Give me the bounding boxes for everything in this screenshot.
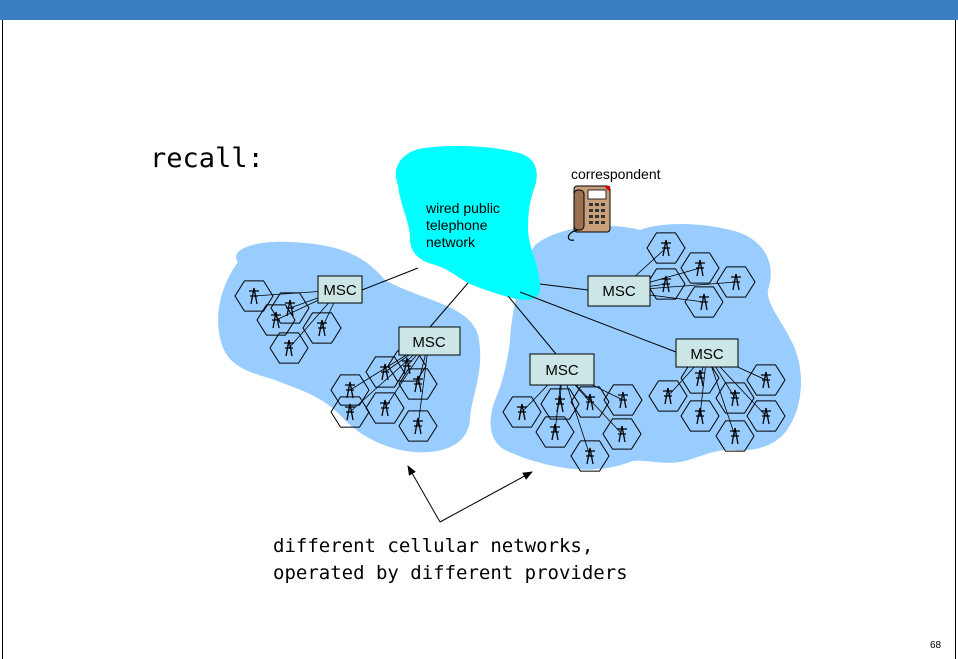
cell-hexagon [680, 252, 720, 284]
antenna-tower-icon [585, 393, 595, 411]
slide-title: recall: [150, 143, 264, 174]
pstn-msc-links [361, 267, 677, 355]
cellular-network-cloud-right [490, 224, 801, 470]
right-border [955, 20, 956, 659]
msc-left-top: MSC [317, 275, 363, 304]
cell-hexagon [602, 418, 642, 450]
cell-hexagon [716, 266, 756, 298]
msc-right-bottom: MSC [529, 353, 595, 386]
cell-hexagon [646, 232, 686, 264]
cell-hexagon [330, 374, 370, 406]
antenna-tower-icon [695, 407, 705, 425]
antenna-tower-icon [413, 417, 423, 435]
antenna-tower-icon [550, 423, 560, 441]
antenna-tower-icon [402, 357, 412, 375]
antenna-tower-icon [731, 273, 741, 291]
antenna-tower-icon [555, 395, 565, 413]
msc-left-bottom: MSC [398, 326, 461, 356]
msc-label: MSC [545, 362, 579, 379]
antenna-tower-icon [380, 363, 390, 381]
antenna-tower-icon [663, 387, 673, 405]
msc-label: MSC [690, 346, 724, 363]
antenna-tower-icon [761, 407, 771, 425]
caption-line-1: different cellular networks, [273, 535, 594, 557]
antenna-tower-icon [699, 293, 709, 311]
antenna-tower-icon [517, 403, 527, 421]
antenna-tower-icon [317, 319, 327, 337]
antenna-tower-icon [284, 339, 294, 357]
left-border [2, 20, 3, 659]
cell-hexagon [746, 364, 786, 396]
cell-hexagon [684, 286, 724, 318]
cell-hexagon [398, 368, 438, 400]
antenna-tower-icon [345, 381, 355, 399]
pstn-label-line-2: telephone [426, 217, 488, 233]
antenna-tower-icon [249, 287, 259, 305]
caption-arrows [407, 465, 533, 523]
pstn-label-line-3: network [426, 234, 476, 250]
cell-hexagon [603, 384, 643, 416]
cell-hexagon [680, 400, 720, 432]
cell-hexagon [715, 420, 755, 452]
antenna-tower-icon [585, 447, 595, 465]
antenna-tower-icon [271, 311, 281, 329]
antenna-tower-icon [617, 425, 627, 443]
antenna-tower-icon [618, 391, 628, 409]
antenna-tower-icon [285, 299, 295, 317]
antenna-tower-icon [730, 427, 740, 445]
antenna-tower-icon [761, 371, 771, 389]
antenna-tower-icon [695, 259, 705, 277]
cell-groups [234, 232, 786, 472]
page-number: 68 [930, 640, 942, 651]
cell-hexagon [365, 356, 405, 388]
cellular-network-cloud-left [218, 241, 481, 453]
cell-hexagon [570, 440, 610, 472]
correspondent-label: correspondent [571, 166, 661, 182]
cell-hexagon [330, 396, 370, 428]
pstn-cloud [395, 145, 540, 300]
cell-hexagon [715, 382, 755, 414]
antenna-tower-icon [661, 239, 671, 257]
antenna-tower-icon [730, 389, 740, 407]
antenna-tower-icon [380, 399, 390, 417]
cell-hexagon [502, 396, 542, 428]
msc-right-top: MSC [587, 275, 651, 307]
msc-label: MSC [602, 283, 636, 300]
pstn-label-line-1: wired public [425, 200, 500, 216]
cell-hexagon [570, 386, 610, 418]
telephone-icon [567, 185, 611, 241]
antenna-tower-icon [695, 369, 705, 387]
caption-line-2: operated by different providers [273, 562, 628, 584]
msc-label: MSC [412, 334, 446, 351]
cell-hexagon [535, 416, 575, 448]
msc-label: MSC [323, 282, 357, 299]
cell-hexagon [648, 380, 688, 412]
antenna-tower-icon [413, 375, 423, 393]
cell-hexagon [540, 388, 580, 420]
caption: different cellular networks, operated by… [273, 533, 628, 587]
header-bar [0, 0, 958, 20]
cell-hexagon [256, 304, 296, 336]
antenna-tower-icon [661, 275, 671, 293]
cell-hexagon [302, 312, 342, 344]
cell-hexagon [746, 400, 786, 432]
cell-hexagon [234, 280, 274, 312]
cell-hexagon [398, 410, 438, 442]
antenna-tower-icon [345, 403, 355, 421]
msc-right-middle: MSC [675, 338, 739, 368]
cell-hexagon [269, 332, 309, 364]
